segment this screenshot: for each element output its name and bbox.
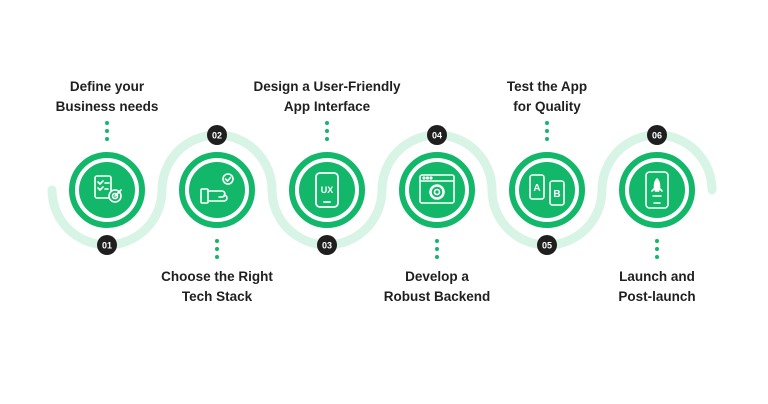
dot [325, 137, 329, 141]
step-2-node: 02 [179, 125, 255, 228]
step-3-node: UX 03 [289, 152, 365, 255]
dot [325, 121, 329, 125]
step-5-disc [519, 162, 575, 218]
step-3-title-line1: Design a User-Friendly [253, 79, 401, 94]
step-1-badge [97, 235, 117, 255]
dot [655, 247, 659, 251]
step-4-number: 04 [432, 130, 442, 140]
step-3-disc [299, 162, 355, 218]
dot [435, 255, 439, 259]
dot [215, 255, 219, 259]
dot [105, 129, 109, 133]
step-5-title-line1: Test the App [506, 79, 588, 94]
browser-gear-icon [419, 174, 455, 204]
step-5-label: Test the App for Quality [462, 77, 632, 117]
dot [325, 129, 329, 133]
step-6-title-line1: Launch and [619, 269, 695, 284]
step-1-title-line2: Business needs [55, 99, 159, 114]
dot [655, 255, 659, 259]
hand-checkmark-icon [200, 173, 234, 204]
step-6-number: 06 [652, 130, 662, 140]
step-2-number: 02 [212, 130, 222, 140]
step-3-badge [317, 235, 337, 255]
dot [545, 121, 549, 125]
step-2-label: Choose the Right Tech Stack [132, 267, 302, 307]
step-3-title-line2: App Interface [283, 99, 371, 114]
step-6-node: 06 [619, 125, 695, 228]
step-2-title-line1: Choose the Right [161, 269, 273, 284]
step-1-number: 01 [102, 240, 112, 250]
a-text: A [533, 183, 540, 194]
step-6-badge [647, 125, 667, 145]
step-1-disc [79, 162, 135, 218]
step-6-title-line2: Post-launch [618, 289, 696, 304]
step-5-badge [537, 235, 557, 255]
step-2-badge [207, 125, 227, 145]
step-6-label: Launch and Post-launch [572, 267, 742, 307]
dot [215, 239, 219, 243]
checklist-target-icon [94, 175, 122, 203]
dot [435, 239, 439, 243]
ux-phone-icon: UX [315, 172, 339, 208]
step-1-label: Define your Business needs [22, 77, 192, 117]
wave-connector [47, 130, 717, 250]
step-4-badge [427, 125, 447, 145]
step-4-label: Develop a Robust Backend [352, 267, 522, 307]
step-5-node: A B 05 [509, 152, 585, 255]
step-1-node: 01 [69, 152, 145, 255]
dot [105, 121, 109, 125]
step-3-number: 03 [322, 240, 332, 250]
dot [545, 137, 549, 141]
step-2-title-line2: Tech Stack [181, 289, 253, 304]
step-5-number: 05 [542, 240, 552, 250]
step-1-title-line1: Define your [69, 79, 145, 94]
dot [215, 247, 219, 251]
step-2-disc [189, 162, 245, 218]
b-text: B [553, 189, 560, 200]
dot [105, 137, 109, 141]
ab-testing-icon: A B [529, 174, 565, 206]
dot [545, 129, 549, 133]
step-5-title-line2: for Quality [513, 99, 581, 114]
dot [655, 239, 659, 243]
step-4-node: 04 [399, 125, 475, 228]
step-3-label: Design a User-Friendly App Interface [242, 77, 412, 117]
rocket-phone-icon [645, 171, 669, 209]
dot-connectors [105, 121, 659, 259]
dot [435, 247, 439, 251]
step-4-title-line2: Robust Backend [383, 289, 491, 304]
step-4-title-line1: Develop a [405, 269, 469, 284]
ux-text: UX [321, 185, 334, 195]
